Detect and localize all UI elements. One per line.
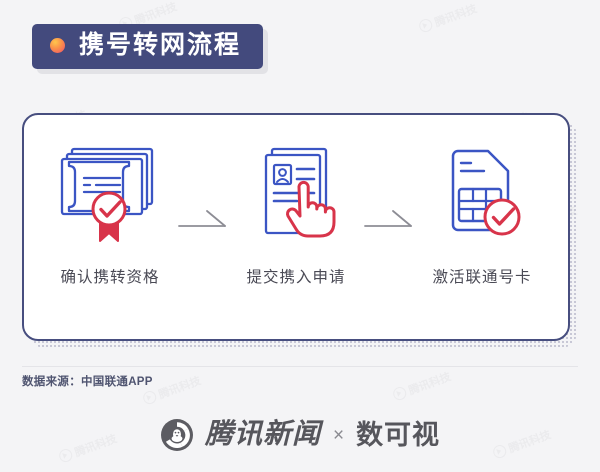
sim-card-check-icon (428, 141, 536, 249)
certificate-award-icon (56, 141, 164, 249)
flow-step-1-label: 确认携转资格 (60, 269, 160, 286)
partner-name: 数可视 (356, 419, 441, 451)
application-form-hand-icon (242, 141, 350, 249)
flow-step-2[interactable]: 提交携入申请 (232, 141, 360, 287)
flow-card: 确认携转资格 (22, 113, 570, 341)
flow-steps: 确认携转资格 (24, 115, 568, 339)
watermark: 腾讯科技 (417, 0, 479, 36)
page-title-banner: 携号转网流程 (32, 24, 269, 74)
title-banner: 携号转网流程 (32, 24, 264, 69)
brand-footer: 腾讯新闻 × 数可视 (0, 412, 600, 458)
watermark: 腾讯科技 (391, 368, 453, 404)
page-title: 携号转网流程 (79, 31, 242, 59)
flow-step-3-label: 激活联通号卡 (432, 269, 532, 286)
brand-name: 腾讯新闻 (204, 419, 321, 450)
footer-divider (22, 366, 578, 367)
arrow-right-icon-1 (174, 167, 232, 275)
tencent-news-penguin-icon (160, 418, 194, 452)
brand-separator: × (332, 424, 345, 446)
flow-step-2-label: 提交携入申请 (246, 269, 346, 286)
flow-step-1[interactable]: 确认携转资格 (46, 141, 174, 287)
flow-step-3[interactable]: 激活联通号卡 (418, 141, 546, 287)
data-source-label: 数据来源：中国联通APP (22, 376, 153, 388)
gradient-dot-icon (50, 38, 65, 53)
flow-card-wrapper: 确认携转资格 (22, 113, 577, 348)
arrow-right-icon-2 (360, 167, 418, 275)
